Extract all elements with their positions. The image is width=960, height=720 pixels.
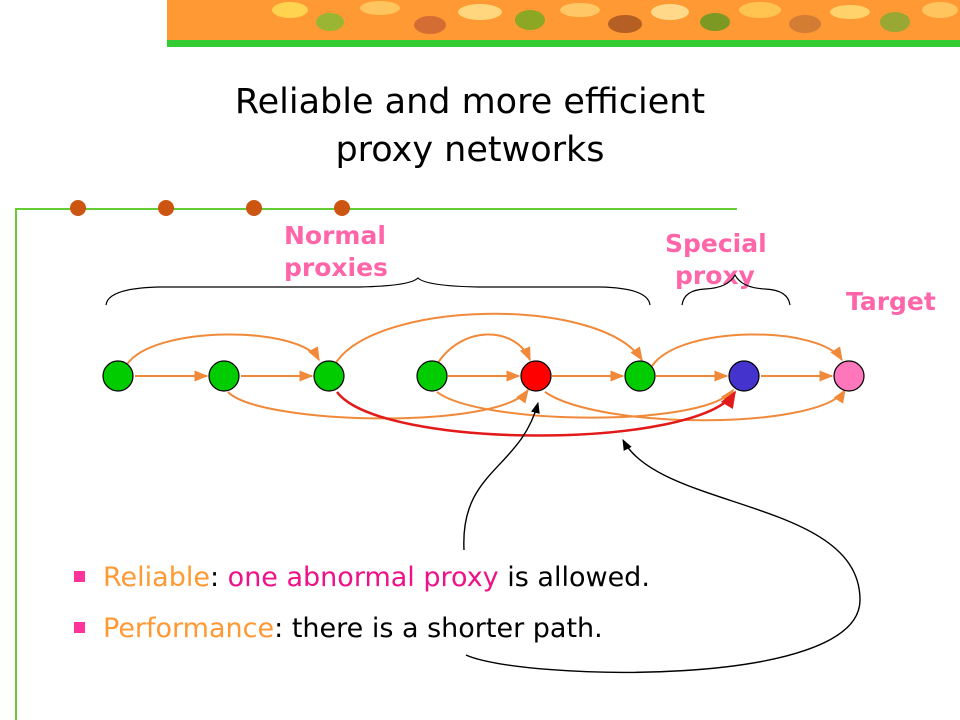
bullet-square-icon xyxy=(74,622,85,633)
bullet-key: Performance xyxy=(103,613,275,644)
bullet-square-icon xyxy=(74,571,85,582)
left-rule xyxy=(15,208,17,720)
special-proxy-label-line1: Special xyxy=(665,229,767,258)
node-normal-4 xyxy=(416,360,448,392)
normal-proxies-label: Normal proxies xyxy=(284,220,388,284)
normal-proxies-label-line2: proxies xyxy=(284,253,388,282)
decor-dot xyxy=(70,200,86,216)
arrow-b1 xyxy=(227,388,529,420)
node-special xyxy=(728,360,760,392)
node-abnormal xyxy=(520,360,552,392)
bullet-item-performance: Performance: there is a shorter path. xyxy=(74,609,650,660)
header-banner-art xyxy=(260,0,960,38)
decor-dot xyxy=(334,200,350,216)
arrow-a3 xyxy=(435,333,531,367)
bullet-separator: : xyxy=(274,613,284,644)
title-line-2: proxy networks xyxy=(335,130,605,170)
arrow-a4 xyxy=(651,333,843,367)
normal-proxies-brace xyxy=(105,277,651,306)
bullet-rest: there is a shorter path. xyxy=(291,613,603,644)
bullet-phrase: one abnormal proxy xyxy=(227,562,499,593)
top-rule xyxy=(15,208,737,210)
bullet-key: Reliable xyxy=(103,562,210,593)
special-proxy-label-line2: proxy xyxy=(675,261,755,290)
node-normal-3 xyxy=(313,360,345,392)
arrow-red-bypass xyxy=(335,390,737,437)
node-normal-5 xyxy=(624,360,656,392)
title-line-1: Reliable and more efficient xyxy=(234,82,706,122)
node-target xyxy=(833,360,865,392)
arrow-b3 xyxy=(544,388,846,422)
normal-proxies-label-line1: Normal xyxy=(284,221,386,250)
node-normal-2 xyxy=(208,360,240,392)
bullet-rest: is allowed. xyxy=(507,562,650,593)
header-banner-green xyxy=(167,40,960,47)
bullet-item-reliable: Reliable: one abnormal proxy is allowed. xyxy=(74,558,650,609)
arrow-a2 xyxy=(333,312,643,367)
arrow-b2 xyxy=(436,388,734,419)
arrow-a1 xyxy=(125,333,320,367)
decor-dot xyxy=(246,200,262,216)
bullet-separator: : xyxy=(209,562,220,593)
callout-arrow-reliable xyxy=(463,401,540,551)
bullet-list: Reliable: one abnormal proxy is allowed.… xyxy=(74,558,650,660)
target-label: Target xyxy=(846,287,936,316)
slide-title: Reliable and more efficient proxy networ… xyxy=(130,78,810,174)
decor-dot xyxy=(158,200,174,216)
special-proxy-brace xyxy=(681,273,791,306)
node-normal-1 xyxy=(102,360,134,392)
special-proxy-label: Special proxy xyxy=(665,228,767,292)
callout-arrow-performance xyxy=(465,439,861,674)
